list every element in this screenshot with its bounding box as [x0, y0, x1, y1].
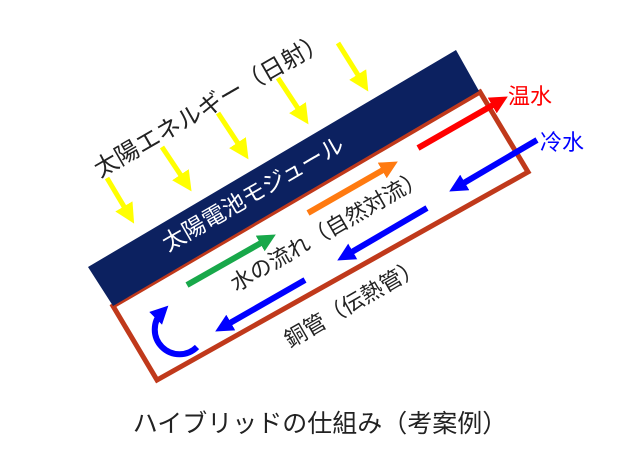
sun-rays — [104, 41, 369, 224]
flow-arrow-green — [185, 234, 276, 288]
hot-water-outlet-arrow — [416, 96, 508, 151]
hot-water-label: 温水 — [508, 85, 552, 110]
copper-pipe-outline — [109, 88, 532, 384]
solar-module-panel — [88, 50, 479, 306]
flow-arrow-blue — [215, 277, 307, 332]
sun-ray-arrow-icon — [159, 145, 192, 192]
sun-ray-arrow-icon — [104, 176, 135, 224]
cold-water-inlet-arrow — [449, 137, 539, 192]
cold-water-label: 冷水 — [540, 131, 584, 156]
sun-ray-arrow-icon — [335, 41, 369, 92]
diagram-caption: ハイブリッドの仕組み（考案例） — [132, 409, 508, 438]
flow-turn-arrow — [149, 305, 200, 358]
flow-arrow-orange — [306, 161, 398, 216]
flow-arrow-blue — [337, 205, 429, 261]
sun-ray-arrow-icon — [215, 111, 249, 160]
sun-ray-arrow-icon — [275, 76, 309, 125]
